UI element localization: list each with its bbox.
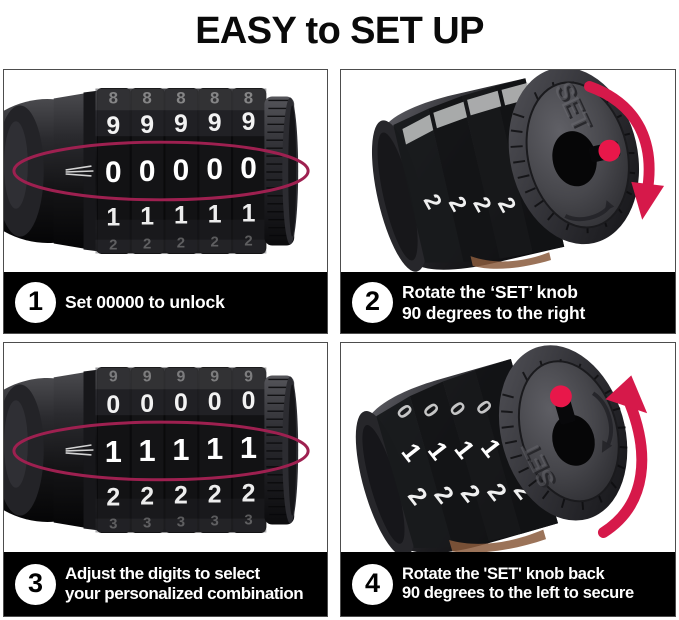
svg-text:3: 3 bbox=[244, 513, 252, 529]
step-2-photo: 2 2 2 2 bbox=[341, 70, 675, 272]
svg-text:0: 0 bbox=[106, 392, 120, 419]
selected-row-highlight bbox=[12, 420, 310, 482]
lock-dials-ones-illustration: 999 99 000 00 111 11 222 bbox=[4, 343, 327, 552]
svg-text:2: 2 bbox=[208, 482, 222, 509]
svg-text:1: 1 bbox=[140, 204, 154, 231]
svg-text:3: 3 bbox=[109, 516, 117, 532]
step-panel-4: 0 0 0 0 0 1 1 1 1 1 bbox=[340, 342, 676, 617]
svg-text:2: 2 bbox=[143, 237, 151, 253]
selected-row-highlight bbox=[12, 140, 310, 202]
svg-text:1: 1 bbox=[139, 433, 156, 468]
svg-text:1: 1 bbox=[240, 430, 257, 465]
svg-text:1: 1 bbox=[106, 205, 120, 232]
svg-text:2: 2 bbox=[242, 481, 256, 508]
step-3-caption: 3 Adjust the digits to select your perso… bbox=[4, 552, 327, 616]
svg-text:3: 3 bbox=[143, 516, 151, 532]
step-4-caption: 4 Rotate the 'SET' knob back 90 degrees … bbox=[341, 552, 675, 616]
set-indicator-dot bbox=[549, 385, 572, 408]
step-number-badge-3: 3 bbox=[15, 563, 56, 605]
step-number-badge-1: 1 bbox=[15, 282, 56, 323]
svg-text:9: 9 bbox=[106, 113, 120, 140]
step-4-photo: 0 0 0 0 0 1 1 1 1 1 bbox=[341, 343, 675, 552]
svg-text:1: 1 bbox=[174, 203, 188, 230]
svg-text:9: 9 bbox=[244, 368, 253, 385]
rotate-left-arrow bbox=[597, 375, 648, 538]
svg-text:8: 8 bbox=[142, 88, 151, 107]
svg-text:9: 9 bbox=[109, 368, 118, 385]
svg-text:0: 0 bbox=[240, 152, 257, 185]
lock-dials-zeros-illustration: 888 88 999 99 000 00 111 bbox=[4, 70, 327, 272]
page-title: EASY to SET UP bbox=[195, 9, 484, 52]
svg-text:8: 8 bbox=[109, 88, 118, 107]
step-caption-text-2: Rotate the ‘SET’ knob 90 degrees to the … bbox=[402, 281, 586, 323]
step-1-caption: 1 Set 00000 to unlock bbox=[4, 272, 327, 333]
svg-text:1: 1 bbox=[105, 434, 122, 469]
svg-text:3: 3 bbox=[177, 515, 185, 531]
svg-text:2: 2 bbox=[140, 484, 154, 511]
svg-text:9: 9 bbox=[210, 368, 219, 385]
svg-text:1: 1 bbox=[172, 432, 189, 467]
svg-text:0: 0 bbox=[242, 388, 256, 415]
svg-text:8: 8 bbox=[244, 88, 253, 107]
svg-text:9: 9 bbox=[208, 110, 222, 137]
svg-text:0: 0 bbox=[140, 391, 154, 418]
svg-text:0: 0 bbox=[206, 153, 223, 186]
svg-text:9: 9 bbox=[174, 111, 188, 138]
svg-text:0: 0 bbox=[173, 154, 190, 187]
step-2-caption: 2 Rotate the ‘SET’ knob 90 degrees to th… bbox=[341, 272, 675, 333]
svg-text:1: 1 bbox=[242, 201, 256, 228]
lock-set-knob-illustration: 2 2 2 2 bbox=[341, 70, 675, 272]
svg-text:0: 0 bbox=[174, 390, 188, 417]
svg-text:0: 0 bbox=[208, 389, 222, 416]
lock-set-knob-rotated-illustration: 0 0 0 0 0 1 1 1 1 1 bbox=[341, 343, 675, 552]
svg-text:8: 8 bbox=[176, 88, 185, 107]
svg-text:3: 3 bbox=[211, 514, 219, 530]
svg-text:1: 1 bbox=[206, 431, 223, 466]
svg-text:2: 2 bbox=[174, 483, 188, 510]
svg-text:1: 1 bbox=[208, 202, 222, 229]
step-caption-text-3: Adjust the digits to select your persona… bbox=[65, 563, 304, 603]
svg-text:9: 9 bbox=[143, 368, 152, 385]
step-number-badge-4: 4 bbox=[352, 563, 393, 605]
svg-text:0: 0 bbox=[105, 156, 122, 189]
svg-text:9: 9 bbox=[140, 112, 154, 139]
svg-text:9: 9 bbox=[176, 368, 185, 385]
svg-text:8: 8 bbox=[210, 88, 219, 107]
step-number-badge-2: 2 bbox=[352, 282, 393, 323]
svg-text:9: 9 bbox=[242, 109, 256, 136]
svg-text:2: 2 bbox=[211, 235, 219, 251]
svg-text:0: 0 bbox=[139, 155, 156, 188]
svg-text:2: 2 bbox=[109, 238, 117, 254]
step-caption-text-1: Set 00000 to unlock bbox=[65, 292, 225, 313]
svg-text:2: 2 bbox=[177, 236, 185, 252]
step-panel-2: 2 2 2 2 bbox=[340, 69, 676, 334]
set-indicator-dot bbox=[598, 139, 621, 162]
svg-text:2: 2 bbox=[244, 234, 252, 250]
step-caption-text-4: Rotate the 'SET' knob back 90 degrees to… bbox=[402, 564, 634, 602]
svg-text:2: 2 bbox=[106, 485, 120, 512]
